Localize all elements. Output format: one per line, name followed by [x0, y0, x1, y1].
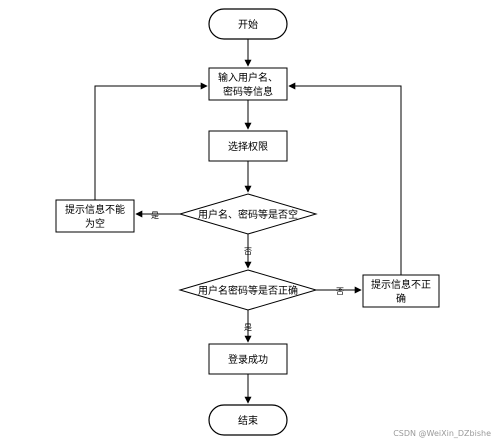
empty-message-node: 提示信息不能 为空 — [55, 199, 135, 233]
end-label: 结束 — [238, 414, 258, 427]
empty-message-line1: 提示信息不能 — [65, 203, 125, 216]
wrong-message-node: 提示信息不正 确 — [362, 274, 440, 308]
wrong-message-line2: 确 — [396, 292, 406, 305]
success-label: 登录成功 — [228, 353, 268, 366]
edge-empty-loop — [94, 82, 208, 200]
edge-correct-yes-label: 是 — [244, 323, 252, 332]
start-label: 开始 — [238, 18, 258, 31]
edge-wrong-loop — [288, 82, 402, 275]
edge-correct-no-label: 否 — [336, 287, 344, 296]
end-node: 结束 — [208, 404, 288, 436]
input-label-line1: 输入用户名、 — [218, 71, 278, 84]
wrong-message-line1: 提示信息不正 — [371, 278, 431, 291]
check-empty-decision: 用户名、密码等是否空 — [178, 193, 318, 235]
start-node: 开始 — [208, 8, 288, 40]
edge-empty-no-label: 否 — [244, 247, 252, 256]
watermark: CSDN @WeiXin_DZbishe — [393, 429, 491, 438]
check-correct-label: 用户名密码等是否正确 — [198, 284, 298, 297]
login-success-node: 登录成功 — [208, 343, 288, 375]
input-credentials-node: 输入用户名、 密码等信息 — [208, 67, 288, 101]
edge-empty-yes-label: 是 — [151, 211, 159, 220]
empty-message-line2: 为空 — [85, 217, 105, 230]
check-empty-label: 用户名、密码等是否空 — [198, 208, 298, 221]
select-permission-node: 选择权限 — [208, 130, 288, 162]
check-correct-decision: 用户名密码等是否正确 — [178, 269, 318, 311]
input-label-line2: 密码等信息 — [223, 85, 273, 98]
select-label: 选择权限 — [228, 140, 268, 153]
